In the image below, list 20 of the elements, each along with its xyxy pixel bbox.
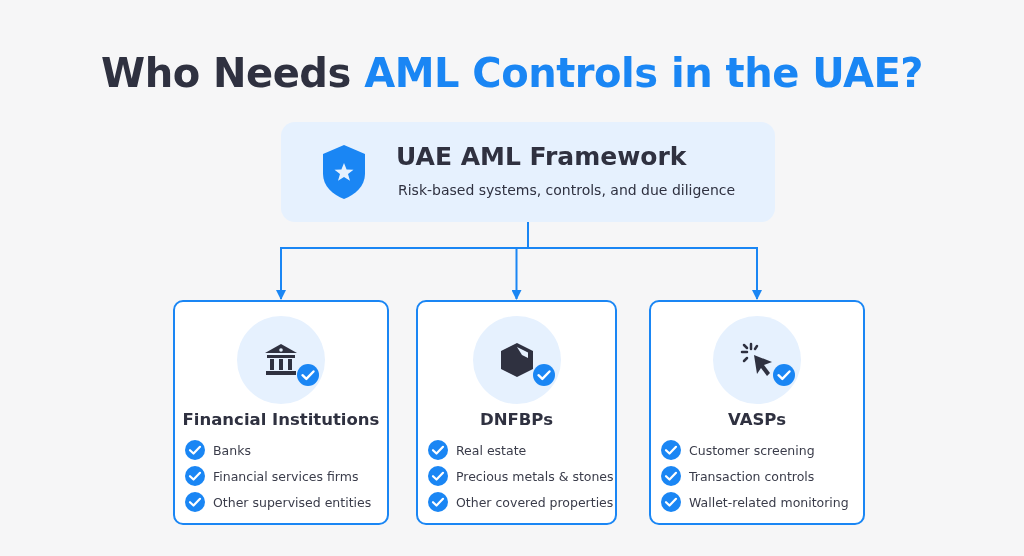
list-item: Transaction controls — [689, 469, 815, 484]
list-item: Precious metals & stones — [456, 469, 614, 484]
panel-subtitle: Risk-based systems, controls, and due diligence — [398, 182, 736, 198]
card-heading: Financial Institutions — [181, 410, 381, 429]
list-item: Wallet-related monitoring — [689, 495, 849, 510]
category-card — [416, 300, 617, 525]
list-item: Financial services firms — [213, 469, 359, 484]
framework-panel — [281, 122, 775, 222]
card-heading: DNFBPs — [479, 410, 554, 429]
list-item: Customer screening — [689, 443, 815, 458]
list-item: Real estate — [456, 443, 527, 458]
category-card — [173, 300, 389, 525]
card-heading: VASPs — [727, 410, 787, 429]
list-item: Other supervised entities — [213, 495, 372, 510]
list-item: Other covered properties — [456, 495, 614, 510]
title: Who Needs AML Controls in the UAE? — [100, 50, 924, 96]
connector-arrow — [527, 221, 762, 300]
list-item: Banks — [213, 443, 251, 458]
panel-heading: UAE AML Framework — [396, 142, 687, 171]
category-card — [649, 300, 865, 525]
